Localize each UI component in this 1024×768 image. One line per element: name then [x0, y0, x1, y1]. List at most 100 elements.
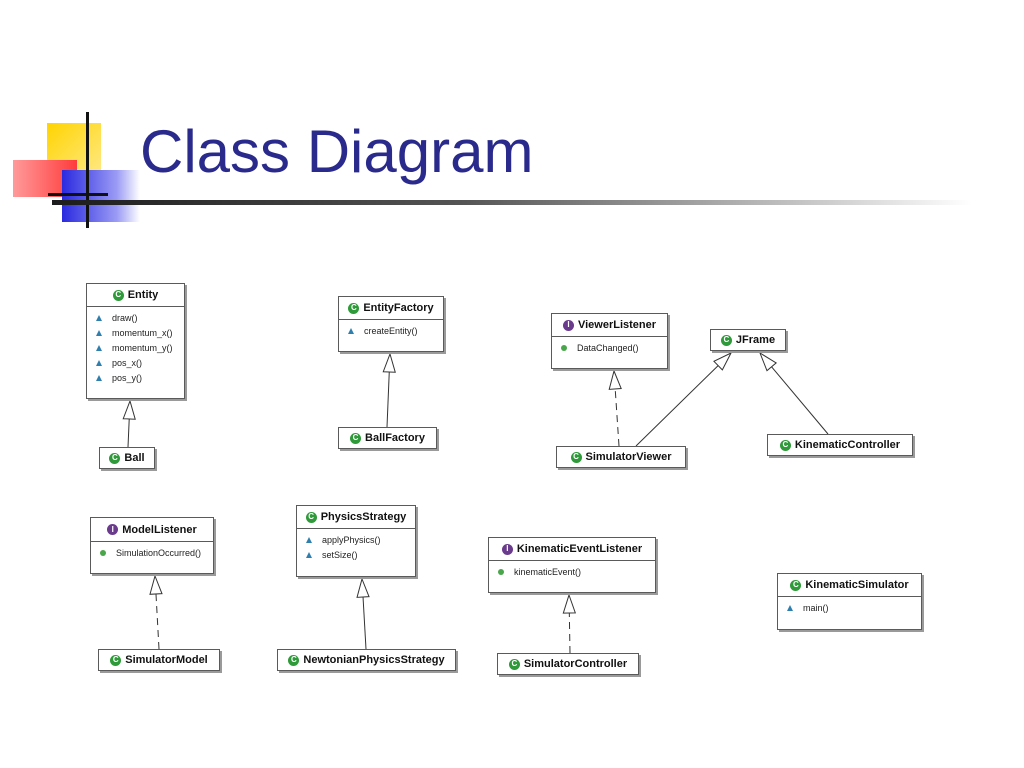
public-dot-icon: [498, 568, 504, 575]
method-name: SimulationOccurred(): [116, 547, 202, 558]
decor-blue-square: [62, 170, 140, 222]
method-name: draw(): [112, 312, 138, 323]
methods-compartment: draw() momentum_x() momentum_y() pos_x()pos…: [87, 306, 184, 389]
class-icon: C: [112, 289, 124, 301]
method-row: applyPhysics(): [306, 532, 415, 547]
method-row: momentum_y(): [96, 340, 184, 355]
class-name: KinematicEventListener: [516, 543, 643, 555]
method-row: pos_x(): [96, 355, 184, 370]
package-triangle-icon: [348, 327, 354, 334]
methods-compartment: applyPhysics() setSize(): [297, 528, 415, 566]
method-row: DataChanged(): [561, 340, 667, 355]
methods-compartment: createEntity(): [339, 319, 443, 342]
method-name: setSize(): [322, 549, 358, 560]
class-icon: C: [720, 334, 732, 346]
class-name: BallFactory: [365, 432, 425, 444]
class-icon: C: [288, 654, 300, 666]
method-row: pos_y(): [96, 370, 184, 385]
interface-icon: I: [501, 543, 513, 555]
method-row: createEntity(): [348, 323, 443, 338]
class-name: ViewerListener: [577, 319, 657, 331]
class-name: KinematicSimulator: [805, 579, 909, 591]
title-underline: [52, 200, 972, 205]
package-triangle-icon: [96, 329, 102, 336]
interface-icon: I: [562, 319, 574, 331]
hollow-arrowhead: [562, 593, 577, 614]
class-icon: C: [348, 302, 360, 314]
method-name: kinematicEvent(): [514, 566, 582, 577]
package-triangle-icon: [96, 344, 102, 351]
class-name: ModelListener: [122, 523, 197, 536]
method-name: DataChanged(): [577, 342, 639, 353]
class-name: NewtonianPhysicsStrategy: [303, 654, 445, 666]
package-triangle-icon: [96, 314, 102, 321]
package-triangle-icon: [96, 374, 102, 381]
public-dot-icon: [100, 549, 106, 556]
method-name: momentum_y(): [112, 342, 173, 353]
generalization-line: [635, 365, 719, 447]
realization-line: [568, 612, 571, 654]
realization-line: [614, 388, 620, 447]
method-row: setSize(): [306, 547, 415, 562]
class-name: Entity: [127, 289, 159, 301]
class-icon: C: [570, 451, 582, 463]
method-name: momentum_x(): [112, 327, 173, 338]
hollow-arrowhead: [713, 351, 733, 371]
class-name: SimulatorViewer: [585, 451, 672, 463]
class-icon: C: [508, 658, 520, 670]
class-icon: C: [790, 579, 802, 591]
hollow-arrowhead: [758, 351, 778, 372]
hollow-arrowhead: [382, 352, 396, 373]
generalization-line: [771, 366, 829, 435]
method-row: kinematicEvent(): [498, 564, 655, 579]
slide-title: Class Diagram: [140, 118, 534, 185]
class-name: KinematicController: [794, 439, 901, 451]
decor-vertical-line: [86, 112, 89, 228]
package-triangle-icon: [787, 604, 793, 611]
class-name: SimulatorModel: [125, 654, 208, 666]
generalization-line: [362, 596, 367, 650]
method-row: main(): [787, 600, 921, 615]
method-name: createEntity(): [364, 325, 418, 336]
method-row: SimulationOccurred(): [100, 545, 213, 560]
methods-compartment: main(): [778, 596, 921, 619]
class-icon: C: [109, 452, 121, 464]
class-name: Ball: [124, 452, 145, 464]
class-name: PhysicsStrategy: [320, 511, 407, 523]
class-icon: C: [350, 432, 362, 444]
public-dot-icon: [561, 344, 567, 351]
method-row: draw(): [96, 310, 184, 325]
realization-line: [155, 593, 160, 650]
decor-horizontal-line: [48, 193, 108, 196]
package-triangle-icon: [96, 359, 102, 366]
class-name: JFrame: [735, 334, 776, 346]
hollow-arrowhead: [608, 369, 622, 390]
generalization-line: [386, 371, 390, 428]
method-name: pos_y(): [112, 372, 143, 383]
class-name: SimulatorController: [523, 658, 628, 670]
hollow-arrowhead: [356, 577, 370, 598]
method-name: pos_x(): [112, 357, 143, 368]
class-name: EntityFactory: [363, 302, 434, 314]
